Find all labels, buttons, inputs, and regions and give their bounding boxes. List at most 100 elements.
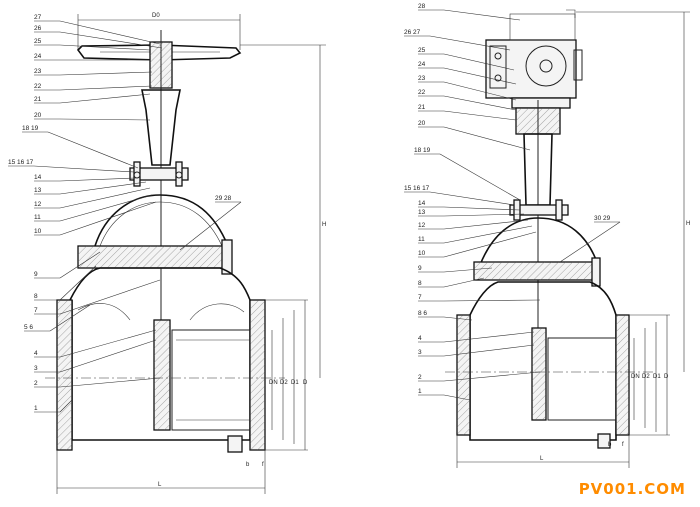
left-part-number-leader: [59, 201, 157, 236]
left-extra-part-number-leader: [179, 201, 242, 251]
right-part-number: 26 27: [404, 29, 421, 36]
right-part-number-leader: [443, 9, 521, 21]
right-part-number: 1: [418, 388, 422, 395]
right-part-number-leader: [443, 53, 515, 71]
left-part-number-leader: [59, 399, 73, 413]
left-part-number: 13: [34, 187, 42, 194]
dim-d0: D0: [152, 13, 160, 19]
dim-h: H: [322, 222, 326, 228]
left-part-number: 24: [34, 53, 42, 60]
right-part-number-leader: [443, 95, 517, 111]
left-part-number-leader: [59, 265, 97, 301]
right-part-number: 2: [418, 374, 422, 381]
right-extra-part-number-leader: [559, 221, 621, 263]
right-part-number-leader: [443, 299, 541, 302]
right-part-number-leader: [443, 126, 531, 151]
left-part-number: 15 16 17: [8, 159, 34, 166]
left-part-number: 25: [34, 38, 42, 45]
right-part-number: 8: [418, 280, 422, 287]
right-part-number: 18 19: [414, 147, 431, 154]
left-part-number: 23: [34, 68, 42, 75]
right-part-number-leader: [429, 191, 515, 206]
right-part-number-leader: [443, 331, 535, 343]
right-part-number: 21: [418, 104, 426, 111]
right-part-number: 22: [418, 89, 426, 96]
right-part-number: 28: [418, 3, 426, 10]
dim-l: L: [158, 482, 162, 488]
dim-d2-right: D2: [642, 374, 650, 380]
right-part-number: 24: [418, 61, 426, 68]
left-part-number: 27: [34, 14, 42, 21]
left-part-number: 22: [34, 83, 42, 90]
left-part-number: 26: [34, 25, 42, 32]
dim-b: b: [246, 462, 250, 468]
left-part-number-leader: [59, 181, 147, 195]
dim-dn: DN: [269, 380, 278, 386]
left-extra-part-number: 7: [34, 307, 38, 314]
left-part-number-leader: [59, 71, 153, 76]
left-part-number-leader: [59, 194, 153, 222]
right-part-number: 12: [418, 222, 426, 229]
right-part-number: 8 6: [418, 310, 427, 317]
left-part-number-leader: [59, 31, 163, 49]
left-part-number: 11: [34, 214, 41, 221]
left-part-number: 3: [34, 365, 38, 372]
right-part-number-leader: [443, 394, 471, 401]
left-extra-part-number-leader: [59, 279, 161, 315]
right-part-number: 14: [418, 200, 426, 207]
right-part-number-leader: [443, 213, 525, 217]
left-part-number-leader: [59, 85, 153, 91]
dim-dn-right: DN: [631, 374, 640, 380]
left-part-number-leader: [59, 93, 151, 104]
right-part-number-leader: [443, 81, 517, 101]
left-part-number-leader: [59, 377, 161, 388]
left-part-number: 2: [34, 380, 38, 387]
left-part-number: 12: [34, 201, 42, 208]
left-part-number-leader: [59, 44, 151, 51]
dim-d2: D2: [280, 380, 288, 386]
right-part-number: 23: [418, 75, 426, 82]
left-part-number: 14: [34, 174, 42, 181]
right-part-number-leader: [443, 110, 517, 121]
right-part-number: 13: [418, 209, 426, 216]
right-part-number-leader: [443, 371, 541, 382]
left-part-number-leader: [47, 131, 139, 169]
left-part-number: 18 19: [22, 125, 39, 132]
left-part-number: 4: [34, 350, 38, 357]
left-part-number-leader: [59, 251, 101, 279]
right-part-number: 10: [418, 250, 426, 257]
left-part-number: 8: [34, 293, 38, 300]
left-part-number: 20: [34, 112, 42, 119]
left-part-number: 5 6: [24, 324, 33, 331]
dim-b-right: b: [608, 442, 612, 448]
dim-d-right: D: [664, 374, 669, 380]
right-part-number-leader: [443, 344, 535, 357]
left-part-number: 1: [34, 405, 38, 412]
right-part-number: 9: [418, 265, 422, 272]
right-part-number-leader: [443, 231, 537, 258]
right-part-number: 4: [418, 335, 422, 342]
right-part-number-leader: [443, 206, 521, 211]
right-part-number-leader: [443, 277, 485, 288]
left-part-number-leader: [59, 187, 151, 209]
left-valve-drawing: D0: [8, 13, 326, 494]
dim-l-right: L: [540, 456, 544, 462]
right-part-number-leader: [429, 35, 511, 51]
right-part-number-leader: [443, 219, 529, 230]
right-part-number-leader: [439, 153, 521, 201]
right-part-number-leader: [443, 316, 473, 321]
left-extra-part-number: 29 28: [215, 195, 232, 202]
right-part-number: 7: [418, 294, 422, 301]
dim-d: D: [303, 380, 308, 386]
left-part-number: 10: [34, 228, 42, 235]
dim-f-right: f: [622, 442, 624, 448]
left-part-number: 9: [34, 271, 38, 278]
left-part-number-leader: [59, 20, 161, 45]
left-part-number-leader: [59, 339, 157, 373]
left-part-number: 21: [34, 96, 42, 103]
right-part-number-leader: [443, 267, 493, 273]
right-part-number-leader: [443, 225, 533, 244]
right-part-number: 25: [418, 47, 426, 54]
